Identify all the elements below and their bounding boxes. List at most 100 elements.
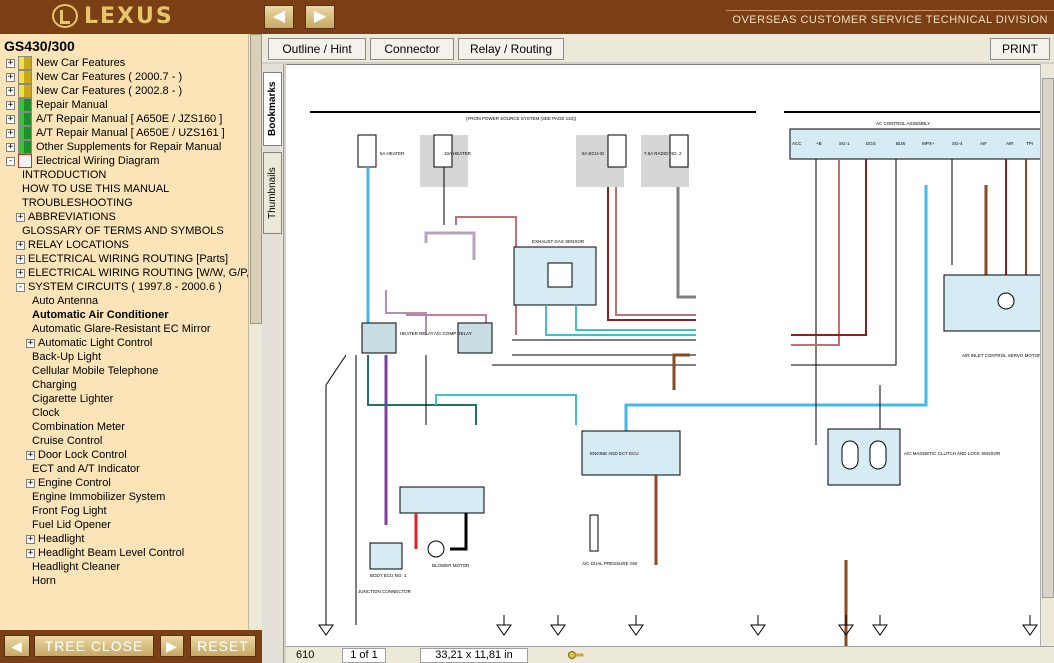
tree-item[interactable]: Horn [32, 574, 56, 588]
expand-icon[interactable]: + [26, 477, 35, 488]
tree-item[interactable]: +ELECTRICAL WIRING ROUTING [Parts] [16, 252, 228, 266]
tree-item[interactable]: Cellular Mobile Telephone [32, 364, 158, 378]
tree-item[interactable]: Cigarette Lighter [32, 392, 113, 406]
tree-item[interactable]: Front Fog Light [32, 504, 107, 518]
fuse-label-4: 7.5A RADIO NO. 2 [644, 151, 682, 156]
tree-item-label: Clock [32, 407, 60, 419]
tree-item[interactable]: +Other Supplements for Repair Manual [6, 140, 221, 155]
ac-pin-label: AIR [1006, 141, 1014, 146]
magnetic-clutch-label: A/C MAGNETIC CLUTCH AND LOCK SENSOR [904, 451, 1001, 456]
expand-icon[interactable]: + [16, 253, 25, 264]
connector-button[interactable]: Connector [370, 38, 454, 60]
tree-item[interactable]: Back-Up Light [32, 350, 101, 364]
tree-item-label: New Car Features ( 2002.8 - ) [36, 85, 183, 97]
book-icon [18, 98, 32, 113]
tree-item[interactable]: + A/T Repair Manual [ A650E / JZS160 ] [6, 112, 223, 127]
heater-relay-label: HEATER RELAY [400, 331, 434, 336]
tree-item[interactable]: Engine Immobilizer System [32, 490, 165, 504]
ground-symbol [496, 615, 512, 636]
tree-item[interactable]: Automatic Glare-Resistant EC Mirror [32, 322, 211, 336]
expand-icon[interactable]: + [16, 267, 25, 278]
ground-symbols [318, 615, 1038, 636]
tree-item[interactable]: +Repair Manual [6, 98, 108, 113]
fuse-label-3: 5A ECU-IG [582, 151, 605, 156]
tree-item[interactable]: Fuel Lid Opener [32, 518, 111, 532]
next-button[interactable]: ▶ [160, 635, 184, 657]
tree-item[interactable]: +ABBREVIATIONS [16, 210, 116, 224]
ac-pin-label: ACC [792, 141, 802, 146]
tree-item[interactable]: +New Car Features ( 2000.7 - ) [6, 70, 182, 85]
expand-icon[interactable]: + [26, 533, 35, 544]
reset-button[interactable]: RESET [190, 635, 256, 657]
document-scrollbar[interactable] [1040, 64, 1054, 646]
ground-symbol [750, 615, 766, 636]
previous-button[interactable]: ◀ [4, 635, 30, 657]
tree-scrollbar-thumb[interactable] [250, 34, 262, 324]
tree-item[interactable]: +New Car Features [6, 56, 125, 71]
tree-close-button[interactable]: TREE CLOSE [34, 635, 154, 657]
tree-item[interactable]: +Headlight [26, 532, 84, 546]
tree-item[interactable]: Combination Meter [32, 420, 125, 434]
document-scrollbar-thumb[interactable] [1042, 78, 1054, 598]
exhaust-sensor-label: EXHAUST GAS SENSOR [532, 239, 585, 244]
tree-scrollbar[interactable] [248, 34, 262, 630]
print-button[interactable]: PRINT [990, 38, 1050, 60]
tree-item[interactable]: +A/T Repair Manual [ A650E / UZS161 ] [6, 126, 225, 141]
collapse-icon[interactable]: - [6, 155, 15, 166]
magnetic-clutch-box [827, 428, 901, 486]
tree-item[interactable]: +Automatic Light Control [26, 336, 152, 350]
back-button[interactable]: ◀ [264, 5, 294, 29]
servo-motor-label: AIR INLET CONTROL SERVO MOTOR [962, 353, 1042, 358]
tree-item[interactable]: +Engine Control [26, 476, 111, 490]
tree-item[interactable]: Headlight Cleaner [32, 560, 120, 574]
outline-hint-button[interactable]: Outline / Hint [268, 38, 366, 60]
expand-icon[interactable]: + [26, 547, 35, 558]
tree-item[interactable]: HOW TO USE THIS MANUAL [22, 182, 169, 196]
tree-item[interactable]: +RELAY LOCATIONS [16, 238, 129, 252]
expand-icon[interactable]: + [6, 127, 15, 138]
expand-icon[interactable]: + [6, 99, 15, 110]
expand-icon[interactable]: + [16, 211, 25, 222]
tree-item[interactable]: Cruise Control [32, 434, 102, 448]
tree-item[interactable]: ECT and A/T Indicator [32, 462, 140, 476]
tree-item[interactable]: +Headlight Beam Level Control [26, 546, 184, 560]
tree-item-label: Back-Up Light [32, 351, 102, 363]
tree-item[interactable]: + New Car Features ( 2002.8 - ) [6, 84, 183, 99]
forward-button[interactable]: ▶ [305, 5, 335, 29]
wiring-diagram-canvas[interactable]: (FROM POWER SOURCE SYSTEM (SEE PAGE 134)… [286, 64, 1054, 646]
expand-icon[interactable]: + [26, 337, 35, 348]
lexus-logo-icon [52, 4, 78, 28]
ground-symbol [872, 615, 888, 636]
tree-item[interactable]: +Door Lock Control [26, 448, 127, 462]
wire-purple-1 [424, 231, 476, 260]
tree-item[interactable]: -Electrical Wiring Diagram [6, 154, 159, 169]
tree-item[interactable]: Automatic Air Conditioner [32, 308, 168, 322]
tab-thumbnails[interactable]: Thumbnails [263, 152, 282, 234]
tree-item-label: A/T Repair Manual [ A650E / JZS160 ] [36, 113, 223, 125]
tree-item-label: Automatic Air Conditioner [32, 309, 169, 321]
expand-icon[interactable]: + [6, 141, 15, 152]
expand-icon[interactable]: + [6, 71, 15, 82]
triangle-right-icon: ▶ [166, 638, 178, 654]
tree-item[interactable]: Charging [32, 378, 77, 392]
tree-item[interactable]: GLOSSARY OF TERMS AND SYMBOLS [22, 224, 224, 238]
ac-assembly-label: AC CONTROL ASSEMBLY [876, 121, 930, 126]
collapse-icon[interactable]: - [16, 281, 25, 292]
relay-routing-button[interactable]: Relay / Routing [458, 38, 564, 60]
tree-item[interactable]: -SYSTEM CIRCUITS ( 1997.8 - 2000.6 ) [16, 280, 222, 294]
tree-item[interactable]: Auto Antenna [32, 294, 98, 308]
wire-gray [676, 187, 696, 299]
page-size-field: 33,21 x 11,81 in [420, 648, 528, 663]
expand-icon[interactable]: + [16, 239, 25, 250]
expand-icon[interactable]: + [26, 449, 35, 460]
tree-item[interactable]: TROUBLESHOOTING [22, 196, 133, 210]
expand-icon[interactable]: + [6, 113, 15, 124]
expand-icon[interactable]: + [6, 57, 15, 68]
tab-bookmarks[interactable]: Bookmarks [263, 72, 282, 146]
bottom-bar: ◀ TREE CLOSE ▶ RESET [0, 630, 262, 663]
tree-item[interactable]: INTRODUCTION [22, 168, 106, 182]
tree-item[interactable]: +ELECTRICAL WIRING ROUTING [W/W, G/P, S/… [16, 266, 248, 280]
expand-icon[interactable]: + [6, 85, 15, 96]
tree-item[interactable]: Clock [32, 406, 60, 420]
page-count-field[interactable]: 1 of 1 [342, 648, 386, 663]
